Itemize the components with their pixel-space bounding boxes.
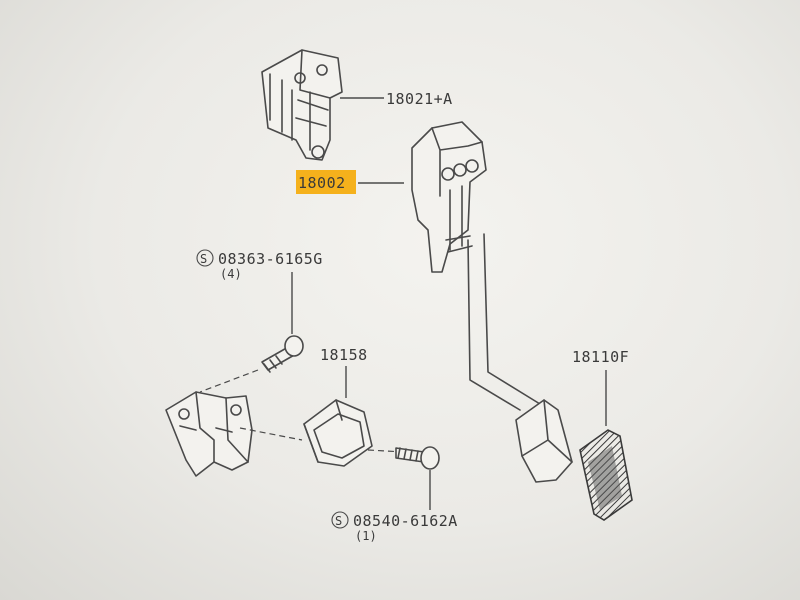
highlight-18002 <box>296 170 356 194</box>
qty-bolt: (4) <box>220 267 242 281</box>
part-number-18002: 18002 <box>298 174 346 192</box>
part-number-18110F: 18110F <box>572 348 629 366</box>
bolt-drawing <box>261 335 304 373</box>
part-number-08540: 08540-6162A <box>353 512 458 530</box>
part-number-08363: 08363-6165G <box>218 250 323 268</box>
svg-text:S: S <box>200 252 207 266</box>
standard-mark-screw: S <box>331 511 349 529</box>
bolt-dashed-line <box>199 369 259 393</box>
part-number-18021: 18021+A <box>386 90 453 108</box>
qty-screw: (1) <box>355 529 377 543</box>
pedal-pad-drawing <box>579 429 633 521</box>
standard-mark-bolt: S <box>196 249 214 267</box>
mount-dashed-line <box>239 427 303 441</box>
mount-bracket-drawing <box>165 391 253 477</box>
part-number-18158: 18158 <box>320 346 368 364</box>
pedal-assembly-drawing <box>411 121 573 483</box>
svg-text:S: S <box>335 514 342 528</box>
stopper-drawing <box>303 399 373 467</box>
bracket-drawing <box>261 49 343 161</box>
screw-drawing <box>395 446 440 470</box>
